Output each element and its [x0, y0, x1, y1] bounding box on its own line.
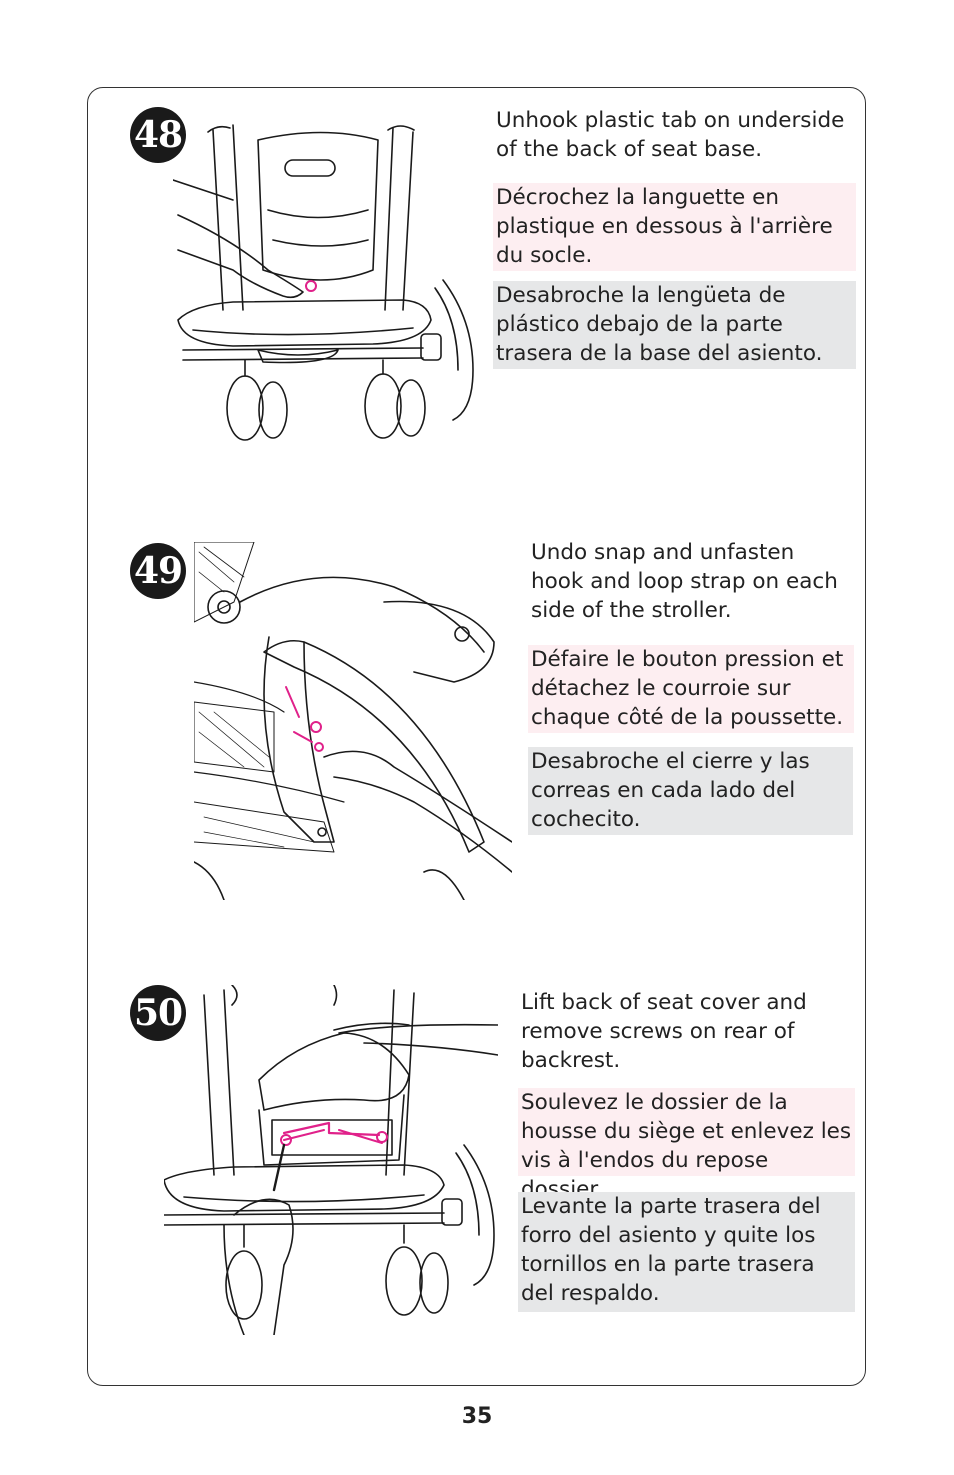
step-50-english: Lift back of seat cover and remove screw… [521, 990, 807, 1073]
step-48-spanish: Desabroche la lengüeta de plástico debaj… [493, 281, 856, 369]
step-50-spanish: Levante la parte trasera del forro del a… [518, 1192, 855, 1312]
instruction-frame [87, 87, 866, 1386]
step-number-49: 49 [130, 543, 186, 599]
step-number-48: 48 [130, 107, 186, 163]
step-48-french: Décrochez la languette en plastique en d… [493, 183, 856, 271]
step-49-english: Undo snap and unfasten hook and loop str… [531, 540, 838, 623]
step-49-french: Défaire le bouton pression et détachez l… [528, 645, 854, 733]
illustration-step-49 [194, 542, 512, 900]
step-49-spanish: Desabroche el cierre y las correas en ca… [528, 747, 853, 835]
step-50-french: Soulevez le dossier de la housse du sièg… [518, 1088, 855, 1202]
step-number-50: 50 [130, 985, 186, 1041]
illustration-step-48 [173, 120, 481, 442]
page-number: 35 [461, 1404, 493, 1429]
illustration-step-50 [164, 985, 498, 1335]
step-48-english: Unhook plastic tab on underside of the b… [496, 108, 845, 162]
